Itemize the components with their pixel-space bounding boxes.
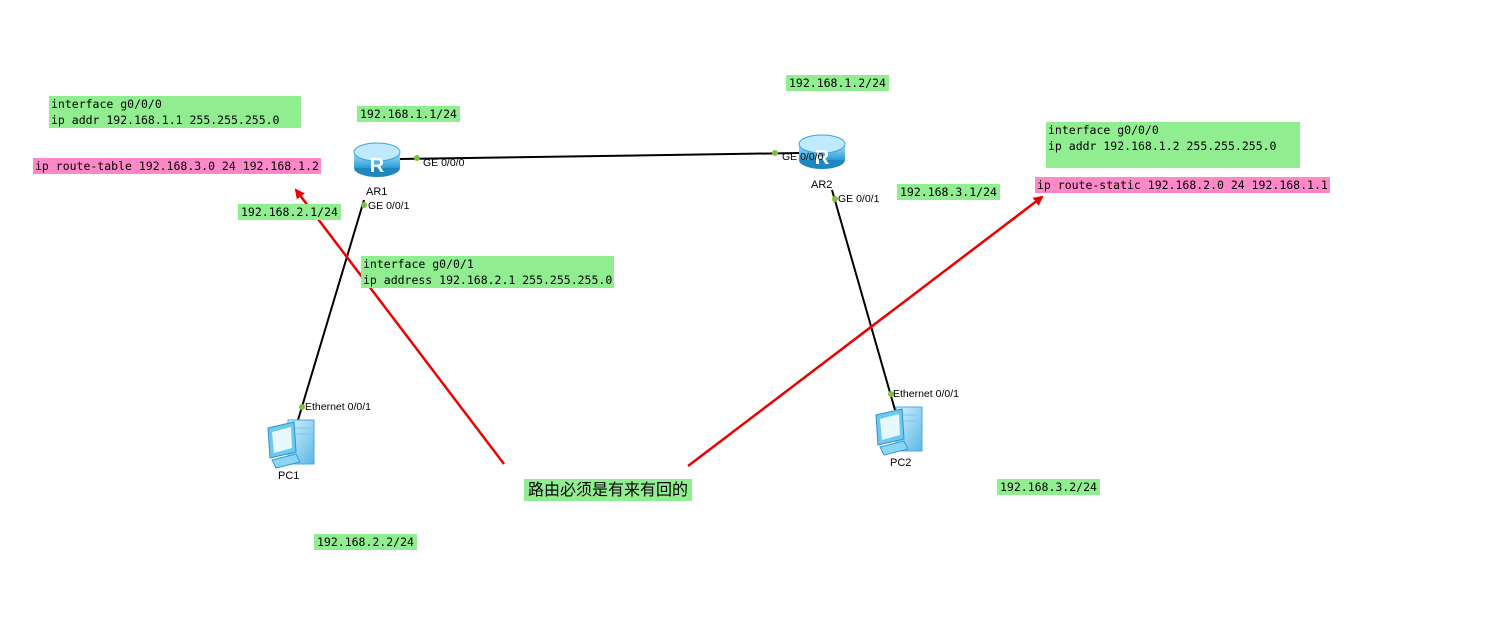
pc1-eth-label: Ethernet 0/0/1 [305,401,371,413]
ar1-label: AR1 [366,186,388,198]
ar1-route-note: ip route-table 192.168.3.0 24 192.168.1.… [33,158,321,174]
ar1-ge000-label: GE 0/0/0 [423,157,465,169]
ar1-g001-config-note: interface g0/0/1 ip address 192.168.2.1 … [361,256,615,288]
ar2-ge001-label: GE 0/0/1 [838,193,880,205]
pc2-label: PC2 [890,457,912,469]
pc1-icon[interactable] [267,419,315,469]
pc2-eth-label: Ethernet 0/0/1 [893,388,959,400]
router-ar1-icon[interactable]: R [353,142,401,177]
link-ar1-ar2[interactable] [399,152,801,160]
port-dot-ar2-ge001 [832,196,838,202]
link-ar1-pc1[interactable] [297,199,365,421]
router-ar2-icon[interactable]: R [798,134,846,169]
port-dot-pc1-eth [299,404,305,410]
pc2-icon[interactable] [875,406,923,456]
port-dot-ar1-ge001 [361,202,367,208]
ar2-g000-config-note: interface g0/0/0 ip addr 192.168.1.2 255… [1046,122,1300,168]
pc1-label: PC1 [278,470,300,482]
ar1-ge001-label: GE 0/0/1 [368,200,410,212]
ar2-g001-address: 192.168.3.1/24 [897,184,1000,200]
svg-text:R: R [370,155,385,177]
ar1-g000-address: 192.168.1.1/24 [357,106,460,122]
port-dot-pc2-eth [888,391,894,397]
pc2-address: 192.168.3.2/24 [997,479,1100,495]
port-dot-ar2-ge000 [772,150,778,156]
routing-annotation: 路由必须是有来有回的 [524,479,693,501]
ar1-g001-address: 192.168.2.1/24 [238,204,341,220]
ar1-g000-config-note: interface g0/0/0 ip addr 192.168.1.1 255… [49,96,301,128]
arrow-to-ar1-route [294,188,505,465]
link-ar2-pc2[interactable] [831,189,896,411]
port-dot-ar1-ge000 [414,155,420,161]
ar2-label: AR2 [811,179,833,191]
ar2-route-note: ip route-static 192.168.2.0 24 192.168.1… [1035,177,1330,193]
arrow-to-ar2-route [687,195,1044,467]
ar2-ge000-label: GE 0/0/0 [782,151,824,163]
pc1-address: 192.168.2.2/24 [314,534,417,550]
ar2-g000-address: 192.168.1.2/24 [786,75,889,91]
svg-text:R: R [815,147,830,169]
